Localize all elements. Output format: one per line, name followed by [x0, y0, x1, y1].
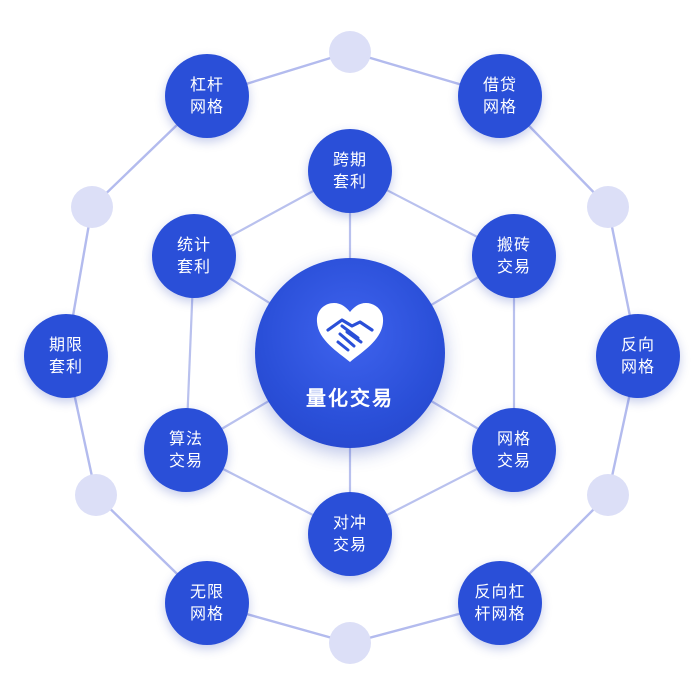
ring-dot-lower-right [587, 474, 629, 516]
hub-label: 量化交易 [306, 385, 394, 410]
node-brick-moving-trade[interactable]: 搬砖 交易 [472, 214, 556, 298]
node-hedge-trade[interactable]: 对冲 交易 [308, 492, 392, 576]
node-label: 反向 网格 [620, 335, 655, 376]
node-label: 反向杠 杆网格 [474, 582, 526, 623]
node-label: 搬砖 交易 [496, 235, 531, 276]
node-label: 跨期 套利 [332, 150, 367, 191]
node-algorithm-trade[interactable]: 算法 交易 [144, 408, 228, 492]
node-label: 无限 网格 [189, 582, 224, 623]
ring-dot-upper-left [71, 186, 113, 228]
ring-dot-upper-right [587, 186, 629, 228]
node-cross-period-arbitrage[interactable]: 跨期 套利 [308, 129, 392, 213]
node-loan-grid[interactable]: 借贷 网格 [458, 54, 542, 138]
ring-dot-lower-left [75, 474, 117, 516]
node-label: 借贷 网格 [482, 75, 517, 116]
ring-dot-bottom [329, 622, 371, 664]
node-label: 统计 套利 [176, 235, 211, 276]
node-label: 网格 交易 [496, 429, 531, 470]
node-unlimited-grid[interactable]: 无限 网格 [165, 561, 249, 645]
ring-dot-top [329, 31, 371, 73]
node-label: 算法 交易 [168, 429, 203, 470]
node-label: 杠杆 网格 [189, 75, 224, 116]
node-reverse-leverage-grid[interactable]: 反向杠 杆网格 [458, 561, 542, 645]
node-leverage-grid[interactable]: 杠杆 网格 [165, 54, 249, 138]
node-grid-trade[interactable]: 网格 交易 [472, 408, 556, 492]
node-statistical-arbitrage[interactable]: 统计 套利 [152, 214, 236, 298]
node-period-limited-arbitrage[interactable]: 期限 套利 [24, 314, 108, 398]
hub-quant-trading[interactable]: 量化交易 [255, 258, 445, 448]
node-reverse-grid[interactable]: 反向 网格 [596, 314, 680, 398]
node-label: 期限 套利 [48, 335, 83, 376]
handshake-heart-icon [316, 302, 384, 362]
node-label: 对冲 交易 [332, 513, 367, 554]
